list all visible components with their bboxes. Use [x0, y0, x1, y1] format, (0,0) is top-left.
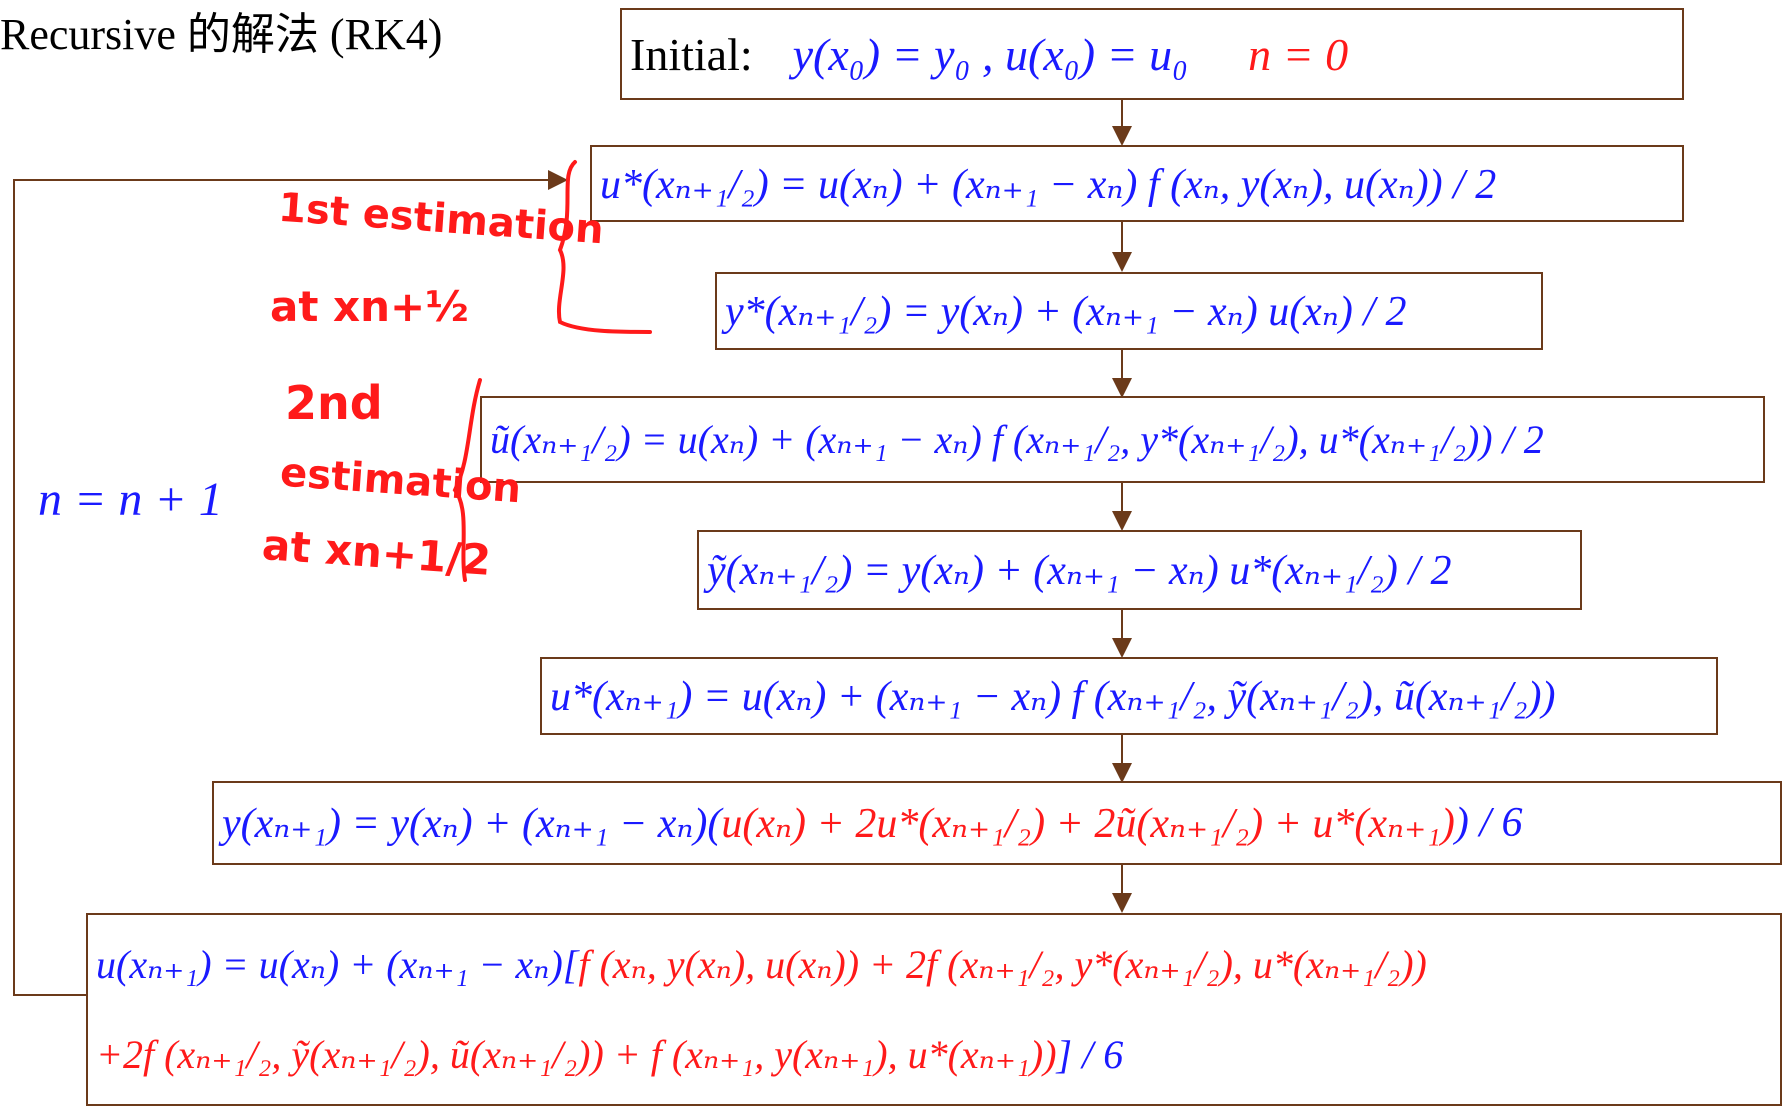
u-next-box: u(xₙ₊₁) = u(xₙ) + (xₙ₊₁ − xₙ)[ f (xₙ, y(…: [86, 913, 1782, 1106]
u-next-line-1: u(xₙ₊₁) = u(xₙ) + (xₙ₊₁ − xₙ)[ f (xₙ, y(…: [96, 920, 1427, 1010]
second-estimation-brace: [452, 378, 482, 582]
y-next-tail: ) / 6: [1454, 800, 1523, 846]
note-second-estimation-ordinal: 2nd: [285, 376, 383, 430]
page-title: Recursive 的解法 (RK4): [0, 10, 443, 59]
u-tilde-half-box: ũ(xₙ₊₁/₂) = u(xₙ) + (xₙ₊₁ − xₙ) f (xₙ₊₁/…: [480, 396, 1765, 483]
u-next-line-2: +2f (xₙ₊₁/₂, ỹ(xₙ₊₁/₂), ũ(xₙ₊₁/₂)) + f (…: [96, 1010, 1123, 1100]
first-estimation-brace: [557, 160, 652, 334]
y-star-half-box: y*(xₙ₊₁/₂) = y(xₙ) + (xₙ₊₁ − xₙ) u(xₙ) /…: [715, 272, 1543, 350]
u-next-tail: ] / 6: [1056, 1032, 1124, 1077]
y-next-box: y(xₙ₊₁) = y(xₙ) + (xₙ₊₁ − xₙ)( u(xₙ) + 2…: [212, 781, 1782, 865]
u-star-full-equation: u*(xₙ₊₁) = u(xₙ) + (xₙ₊₁ − xₙ) f (xₙ₊₁/₂…: [550, 674, 1556, 720]
u-next-terms-2: +2f (xₙ₊₁/₂, ỹ(xₙ₊₁/₂), ũ(xₙ₊₁/₂)) + f (…: [96, 1032, 1057, 1077]
initial-label: Initial:: [630, 28, 753, 80]
loop-increment-label: n = n + 1: [38, 473, 223, 526]
y-star-half-equation: y*(xₙ₊₁/₂) = y(xₙ) + (xₙ₊₁ − xₙ) u(xₙ) /…: [725, 289, 1407, 335]
note-first-estimation-at: at xn+½: [270, 282, 469, 331]
y-tilde-half-equation: ỹ(xₙ₊₁/₂) = y(xₙ) + (xₙ₊₁ − xₙ) u*(xₙ₊₁/…: [707, 548, 1452, 594]
u-star-full-box: u*(xₙ₊₁) = u(xₙ) + (xₙ₊₁ − xₙ) f (xₙ₊₁/₂…: [540, 657, 1718, 735]
y-next-weighted-sum: u(xₙ) + 2u*(xₙ₊₁/₂) + 2ũ(xₙ₊₁/₂) + u*(xₙ…: [721, 801, 1455, 847]
initial-equation: y(x₀) = y₀ , u(x₀) = u₀: [792, 28, 1189, 80]
y-next-lhs: y(xₙ₊₁) = y(xₙ) + (xₙ₊₁ − xₙ)(: [222, 801, 722, 847]
u-star-half-box: u*(xₙ₊₁/₂) = u(xₙ) + (xₙ₊₁ − xₙ) f (xₙ, …: [590, 145, 1684, 222]
loop-back-line: [13, 170, 568, 996]
step-counter: n = 0: [1248, 28, 1349, 80]
initial-conditions-box: Initial: y(x₀) = y₀ , u(x₀) = u₀ n = 0: [620, 8, 1684, 100]
u-next-terms-1: f (xₙ, y(xₙ), u(xₙ)) + 2f (xₙ₊₁/₂, y*(xₙ…: [578, 942, 1427, 987]
y-tilde-half-box: ỹ(xₙ₊₁/₂) = y(xₙ) + (xₙ₊₁ − xₙ) u*(xₙ₊₁/…: [697, 530, 1582, 610]
u-star-half-equation: u*(xₙ₊₁/₂) = u(xₙ) + (xₙ₊₁ − xₙ) f (xₙ, …: [600, 161, 1497, 208]
u-tilde-half-equation: ũ(xₙ₊₁/₂) = u(xₙ) + (xₙ₊₁ − xₙ) f (xₙ₊₁/…: [490, 417, 1544, 462]
u-next-lhs: u(xₙ₊₁) = u(xₙ) + (xₙ₊₁ − xₙ)[: [96, 942, 579, 987]
